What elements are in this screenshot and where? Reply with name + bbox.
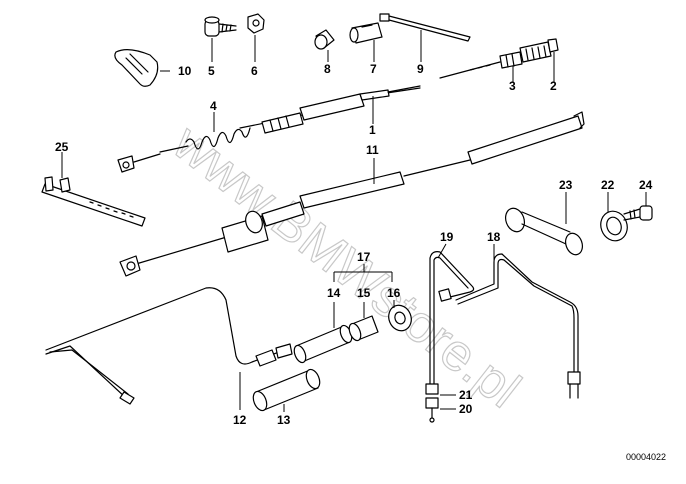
part-10-sleeve: [114, 49, 159, 87]
part-11-main-cable: [119, 111, 585, 277]
label-13: 13: [277, 413, 291, 427]
part-1-upper-cable: [239, 85, 421, 134]
part-22-grommet: [600, 210, 628, 242]
label-1: 1: [369, 123, 376, 137]
label-22: 22: [601, 178, 615, 192]
part-9-cable-tie: [379, 13, 471, 42]
part-23-wire-ring: [504, 207, 584, 256]
label-21: 21: [459, 388, 473, 402]
part-16-collar: [388, 304, 412, 332]
label-18: 18: [487, 230, 501, 244]
part-13-grip: [252, 368, 321, 412]
part-21-nipple: [425, 383, 439, 395]
label-14: 14: [327, 286, 341, 300]
part-14-grip-tube: [293, 324, 353, 364]
label-23: 23: [559, 178, 573, 192]
part-6-nut: [247, 13, 265, 34]
part-2-adjuster: [519, 38, 559, 63]
label-10: 10: [178, 64, 192, 78]
reference-code: 00004022: [626, 452, 666, 462]
label-16: 16: [387, 286, 401, 300]
part-15-sleeve: [348, 315, 379, 342]
part-19-bent-rod: [429, 251, 475, 385]
label-25: 25: [55, 140, 69, 154]
part-25-bracket: [41, 176, 146, 227]
part-12-lower-cable: [45, 287, 293, 405]
part-24-screw: [623, 205, 653, 221]
label-5: 5: [208, 64, 215, 78]
part-3-cable-end: [439, 51, 523, 79]
part-20-nut: [425, 397, 439, 423]
label-19: 19: [440, 230, 454, 244]
label-6: 6: [251, 64, 258, 78]
part-5-bolt: [204, 16, 237, 37]
part-4-spring: [117, 127, 251, 173]
label-8: 8: [324, 62, 331, 76]
label-7: 7: [370, 62, 377, 76]
leader-19: [437, 243, 447, 259]
part-8-bushing: [314, 29, 335, 50]
label-17: 17: [357, 250, 371, 264]
label-3: 3: [509, 79, 516, 93]
part-7-tube: [349, 22, 383, 44]
label-15: 15: [357, 286, 371, 300]
label-2: 2: [550, 79, 557, 93]
label-24: 24: [639, 178, 653, 192]
label-11: 11: [366, 143, 379, 157]
label-9: 9: [417, 62, 424, 76]
label-12: 12: [233, 413, 247, 427]
label-20: 20: [459, 402, 473, 416]
label-4: 4: [210, 99, 217, 113]
